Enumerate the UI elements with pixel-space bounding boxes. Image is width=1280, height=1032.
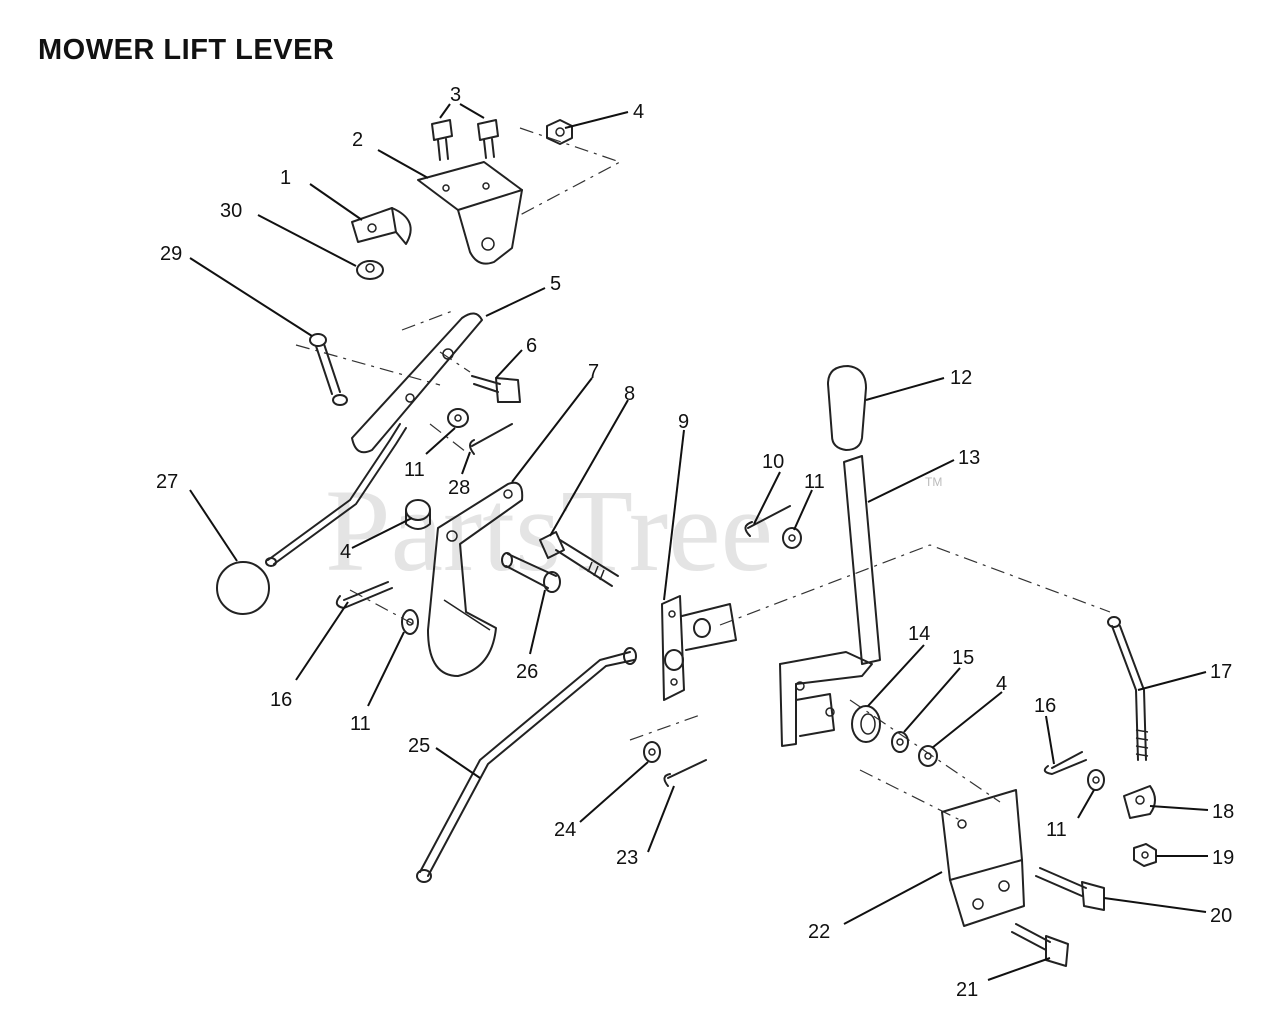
part-clip bbox=[351, 207, 412, 245]
callout-11-upper: 11 bbox=[404, 459, 425, 481]
part-cotter-pin-10 bbox=[744, 505, 791, 537]
callout-24: 24 bbox=[554, 819, 576, 841]
part-spacer-tube-25 bbox=[501, 552, 561, 593]
callout-11-left: 11 bbox=[350, 713, 371, 735]
part-hairpin-right bbox=[1043, 751, 1087, 775]
callout-16-left: 16 bbox=[270, 689, 292, 711]
callout-9: 9 bbox=[678, 411, 689, 433]
callout-circle-27 bbox=[216, 561, 270, 615]
part-lever-knob-12 bbox=[827, 365, 867, 451]
part-lower-bracket-22 bbox=[941, 789, 1025, 927]
part-link-29 bbox=[309, 333, 348, 406]
part-nut-middle bbox=[405, 499, 431, 530]
callout-18: 18 bbox=[1212, 801, 1234, 823]
callout-12: 12 bbox=[950, 367, 972, 389]
callout-20: 20 bbox=[1210, 905, 1232, 927]
callout-2: 2 bbox=[352, 129, 363, 151]
part-pivot-bracket-9 bbox=[661, 595, 737, 701]
callout-3: 3 bbox=[450, 84, 461, 106]
callout-4-lower: 4 bbox=[996, 673, 1007, 695]
watermark-text: PartsTree bbox=[325, 465, 773, 596]
part-bolt-pair bbox=[431, 119, 499, 161]
callout-17: 17 bbox=[1210, 661, 1232, 683]
part-washer-left bbox=[401, 609, 419, 635]
callout-30: 30 bbox=[220, 200, 242, 222]
part-nut-top bbox=[546, 119, 573, 145]
part-lift-rod-27 bbox=[265, 423, 407, 567]
callout-1: 1 bbox=[280, 167, 291, 189]
callout-labels: 3 4 2 1 30 29 5 6 7 8 9 12 11 28 10 11 1… bbox=[156, 84, 1234, 1001]
part-swivel-18 bbox=[1123, 785, 1156, 819]
callout-15: 15 bbox=[952, 647, 974, 669]
callout-11-right: 11 bbox=[804, 471, 825, 493]
part-adjusting-rod-17 bbox=[1107, 616, 1149, 761]
part-washer-far-right bbox=[1087, 769, 1105, 791]
callout-13: 13 bbox=[958, 447, 980, 469]
part-nut-30 bbox=[356, 260, 384, 280]
leader-lines bbox=[189, 103, 1209, 981]
callout-5: 5 bbox=[550, 273, 561, 295]
part-nut-19 bbox=[1133, 843, 1157, 867]
callout-19: 19 bbox=[1212, 847, 1234, 869]
part-washer-upper bbox=[447, 408, 469, 428]
callout-28: 28 bbox=[448, 477, 470, 499]
callout-4-middle: 4 bbox=[340, 541, 351, 563]
callout-23: 23 bbox=[616, 847, 638, 869]
part-lift-lever-13 bbox=[779, 455, 881, 747]
part-lower-rod-26 bbox=[416, 647, 637, 883]
part-bolt-21 bbox=[1011, 923, 1069, 967]
diagram-title: MOWER LIFT LEVER bbox=[38, 34, 335, 66]
part-bushing-14 bbox=[851, 705, 881, 743]
part-mounting-bracket bbox=[417, 161, 523, 265]
callout-8: 8 bbox=[624, 383, 635, 405]
part-washer-right bbox=[782, 527, 802, 549]
part-link-plate-5 bbox=[351, 312, 483, 454]
callout-11-far-right: 11 bbox=[1046, 819, 1067, 841]
callout-16-right: 16 bbox=[1034, 695, 1056, 717]
part-washer-24 bbox=[643, 741, 661, 763]
callout-6: 6 bbox=[526, 335, 537, 357]
part-cotter-pin-23 bbox=[663, 759, 707, 787]
part-nut-lower bbox=[918, 745, 938, 767]
callout-21: 21 bbox=[956, 979, 978, 1001]
callout-10: 10 bbox=[762, 451, 784, 473]
part-lift-arm-7 bbox=[427, 481, 524, 677]
callout-4-top: 4 bbox=[633, 101, 644, 123]
part-bolt-20 bbox=[1035, 867, 1105, 911]
callout-14: 14 bbox=[908, 623, 930, 645]
callout-27: 27 bbox=[156, 471, 178, 493]
watermark-trademark: TM bbox=[925, 475, 942, 489]
part-washer-15 bbox=[891, 731, 909, 753]
callout-22: 22 bbox=[808, 921, 830, 943]
part-bolt-6 bbox=[471, 375, 521, 403]
callout-29: 29 bbox=[160, 243, 182, 265]
callout-25: 26 bbox=[516, 661, 538, 683]
part-cotter-pin-28 bbox=[469, 423, 513, 455]
callout-26: 25 bbox=[408, 735, 430, 757]
callout-7: 7 bbox=[588, 361, 599, 383]
